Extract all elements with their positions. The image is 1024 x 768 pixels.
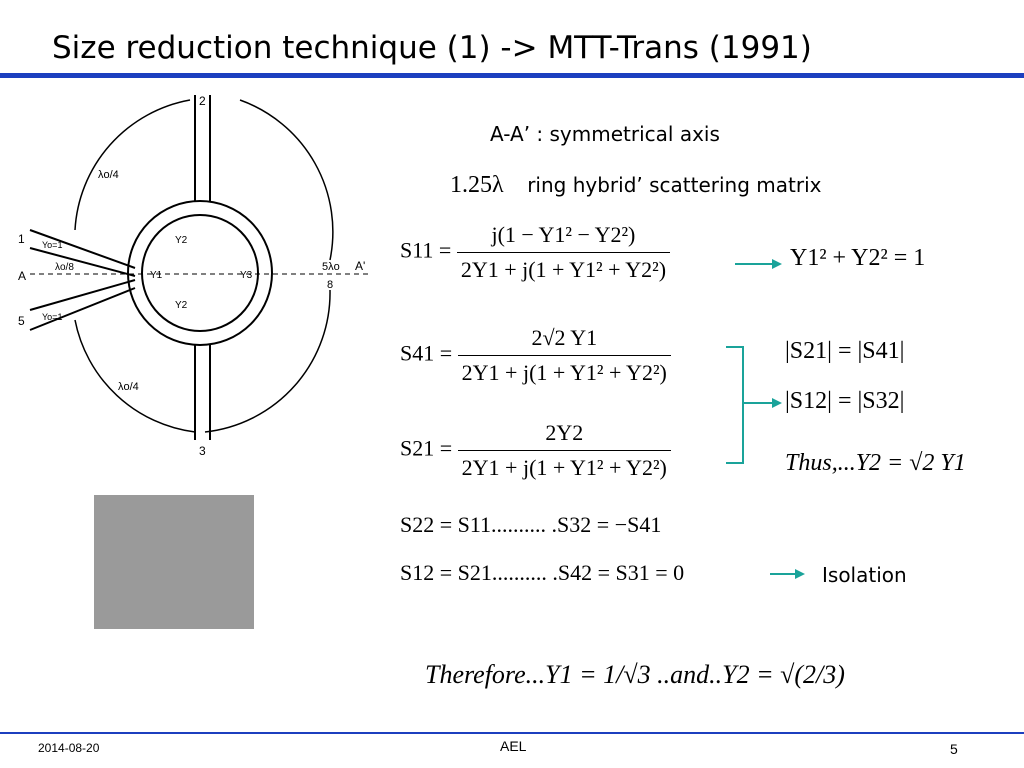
ring-outer	[127, 200, 273, 346]
eq-s21-lhs: S21 =	[400, 435, 453, 461]
eq-s11-num: j(1 − Y1² − Y2²)	[491, 222, 636, 247]
port-label-a: A	[18, 269, 26, 283]
label-a-prime: A'	[355, 259, 365, 273]
footer-rule	[0, 732, 1024, 734]
port-1-line	[29, 229, 136, 277]
label-y3: Y3	[240, 270, 253, 281]
eq-s11-lhs: S11 =	[400, 237, 452, 263]
label-lambda4-top: λo/4	[98, 169, 119, 181]
isolation-label: Isolation	[822, 563, 907, 587]
symmetric-axis-text: A-A’ : symmetrical axis	[490, 122, 720, 146]
port-5-line	[29, 279, 136, 331]
footer-center: AEL	[500, 738, 527, 754]
device-photo	[94, 495, 254, 629]
port-label-3: 3	[199, 444, 206, 458]
eq-s41-lhs: S41 =	[400, 340, 453, 366]
port-label-1: 1	[18, 232, 25, 246]
eq-s21: S21 = 2Y2 2Y1 + j(1 + Y1² + Y2²)	[400, 420, 671, 481]
port-3-line	[194, 345, 211, 440]
port-label-2: 2	[199, 94, 206, 108]
eq-mag1: |S21| = |S41|	[785, 338, 905, 364]
eq-therefore: Therefore...Y1 = 1/√3 ..and..Y2 = √(2/3)	[425, 660, 845, 690]
label-5lambda: 5λo	[322, 261, 340, 273]
label-lambda8: λo/8	[55, 262, 74, 273]
eq-s41: S41 = 2√2 Y1 2Y1 + j(1 + Y1² + Y2²)	[400, 325, 671, 386]
outer-ring-arc-left-top	[74, 99, 191, 231]
ring-inner	[141, 214, 259, 332]
ring-description: ring hybrid’ scattering matrix	[527, 173, 822, 197]
ring-length: 1.25λ	[450, 172, 504, 198]
eq-s11: S11 = j(1 − Y1² − Y2²) 2Y1 + j(1 + Y1² + …	[400, 222, 671, 283]
eq-s41-num: 2√2 Y1	[531, 325, 598, 350]
port-2-line	[194, 95, 211, 201]
footer-date: 2014-08-20	[38, 741, 100, 755]
label-lambda4-bottom: λo/4	[118, 381, 139, 393]
eq-s12: S12 = S21.......... .S42 = S31 = 0	[400, 560, 685, 585]
ring-hybrid-line: 1.25λ ring hybrid’ scattering matrix	[450, 172, 821, 199]
label-8: 8	[327, 279, 333, 291]
label-y2-bottom: Y2	[175, 300, 188, 311]
outer-ring-arc-left-bottom	[74, 319, 196, 433]
eq-s41-den: 2Y1 + j(1 + Y1² + Y2²)	[457, 355, 671, 386]
bracket	[726, 346, 744, 464]
eq-thus: Thus,...Y2 = √2 Y1	[785, 450, 966, 477]
outer-ring-arc-bottom	[204, 289, 331, 433]
slide-title: Size reduction technique (1) -> MTT-Tran…	[52, 30, 812, 66]
label-yo-port1: Yo=1	[42, 240, 62, 250]
eq-mag2: |S12| = |S32|	[785, 388, 905, 414]
eq-therefore-text: Therefore...Y1 = 1/√3 ..and..Y2 = √(2/3)	[425, 660, 845, 689]
label-y2-top: Y2	[175, 235, 188, 246]
eq-s21-num: 2Y2	[545, 420, 584, 445]
eq-thus-text: Thus,...Y2 = √2 Y1	[785, 450, 966, 476]
label-yo-port5: Yo=1	[42, 312, 62, 322]
port-label-5: 5	[18, 314, 25, 328]
eq-s22: S22 = S11.......... .S32 = −S41	[400, 512, 662, 537]
title-rule	[0, 73, 1024, 78]
label-y1: Y1	[150, 270, 163, 281]
outer-ring-arc-top	[239, 99, 334, 261]
eq-s11-den: 2Y1 + j(1 + Y1² + Y2²)	[456, 252, 671, 283]
eq-s21-den: 2Y1 + j(1 + Y1² + Y2²)	[457, 450, 671, 481]
eq-condition: Y1² + Y2² = 1	[790, 245, 926, 271]
page-number: 5	[950, 741, 958, 757]
